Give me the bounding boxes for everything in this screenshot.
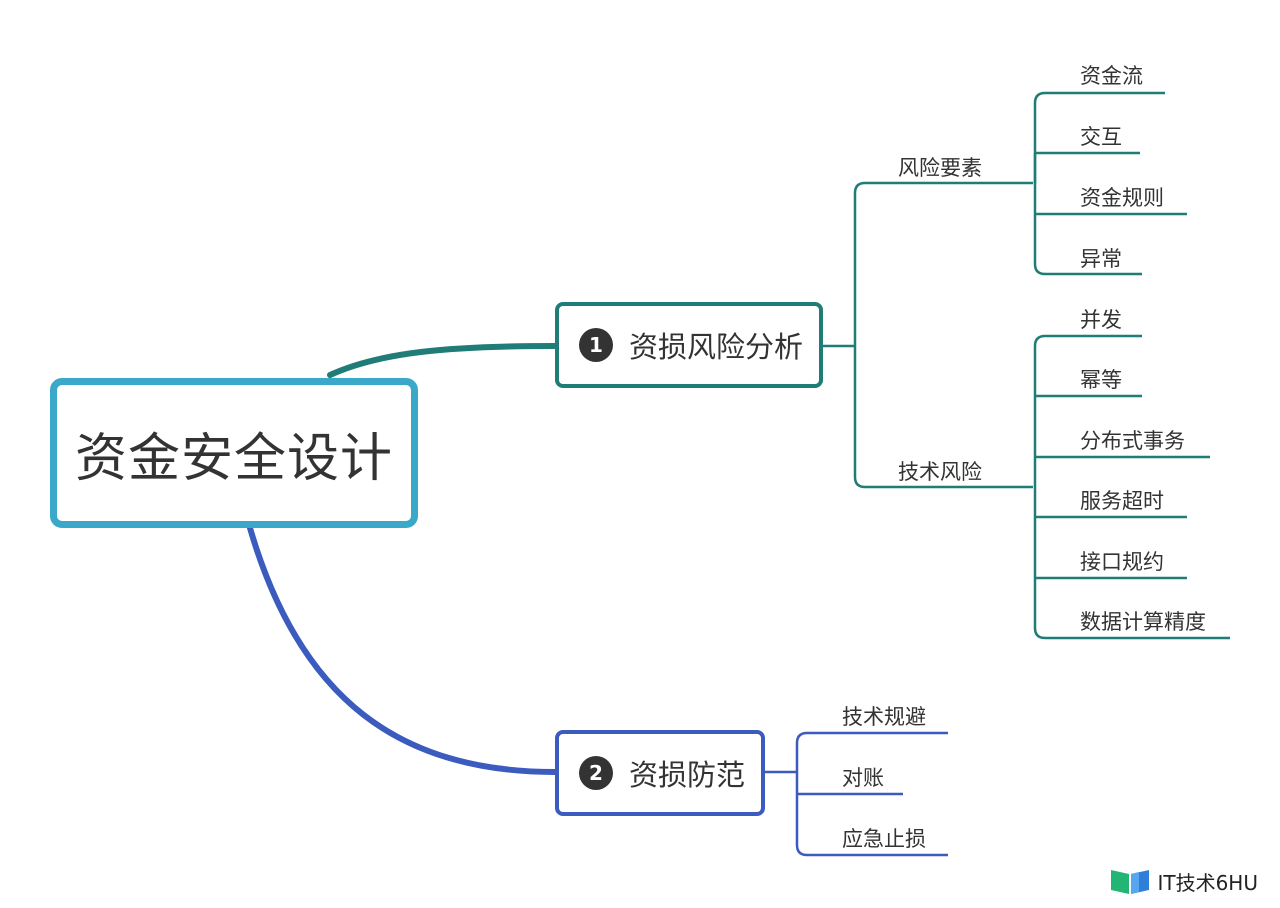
subtopic-risk-elements[interactable]: 风险要素 (898, 156, 982, 180)
book-logo-icon (1111, 870, 1150, 894)
branch-node-label: 资损防范 (629, 758, 746, 792)
leaf-topic[interactable]: 资金流 (1080, 64, 1143, 88)
branch-number-badge: 1 (579, 328, 613, 362)
leaf-topic[interactable]: 接口规约 (1080, 550, 1164, 574)
branch-node-risk-analysis[interactable]: 1 资损风险分析 (555, 302, 823, 388)
root-to-branch-2-connector (247, 525, 558, 775)
root-node[interactable]: 资金安全设计 (50, 378, 418, 528)
leaf-topic[interactable]: 技术规避 (842, 705, 926, 729)
leaf-topic[interactable]: 分布式事务 (1080, 429, 1185, 453)
leaf-topic[interactable]: 幂等 (1080, 368, 1122, 392)
watermark-text: IT技术6HU (1157, 870, 1258, 895)
leaf-topic[interactable]: 对账 (842, 766, 884, 790)
branch-2-connectors (765, 731, 948, 857)
branch-number-badge: 2 (579, 756, 613, 790)
branch-node-loss-prevention[interactable]: 2 资损防范 (555, 730, 765, 816)
leaf-topic[interactable]: 资金规则 (1080, 186, 1164, 210)
watermark: IT技术6HU (1109, 866, 1258, 896)
root-node-label: 资金安全设计 (74, 428, 393, 489)
leaf-topic[interactable]: 交互 (1080, 125, 1122, 149)
leaf-topic[interactable]: 并发 (1080, 308, 1122, 332)
leaf-topic[interactable]: 应急止损 (842, 827, 926, 851)
leaf-topic[interactable]: 数据计算精度 (1080, 610, 1206, 634)
branch-node-label: 资损风险分析 (629, 330, 804, 364)
branch-1-connectors (823, 91, 1230, 640)
leaf-topic[interactable]: 服务超时 (1080, 489, 1164, 513)
leaf-topic[interactable]: 异常 (1080, 247, 1122, 271)
root-to-branch-1-connector (327, 343, 558, 378)
subtopic-technical-risk[interactable]: 技术风险 (898, 460, 982, 484)
